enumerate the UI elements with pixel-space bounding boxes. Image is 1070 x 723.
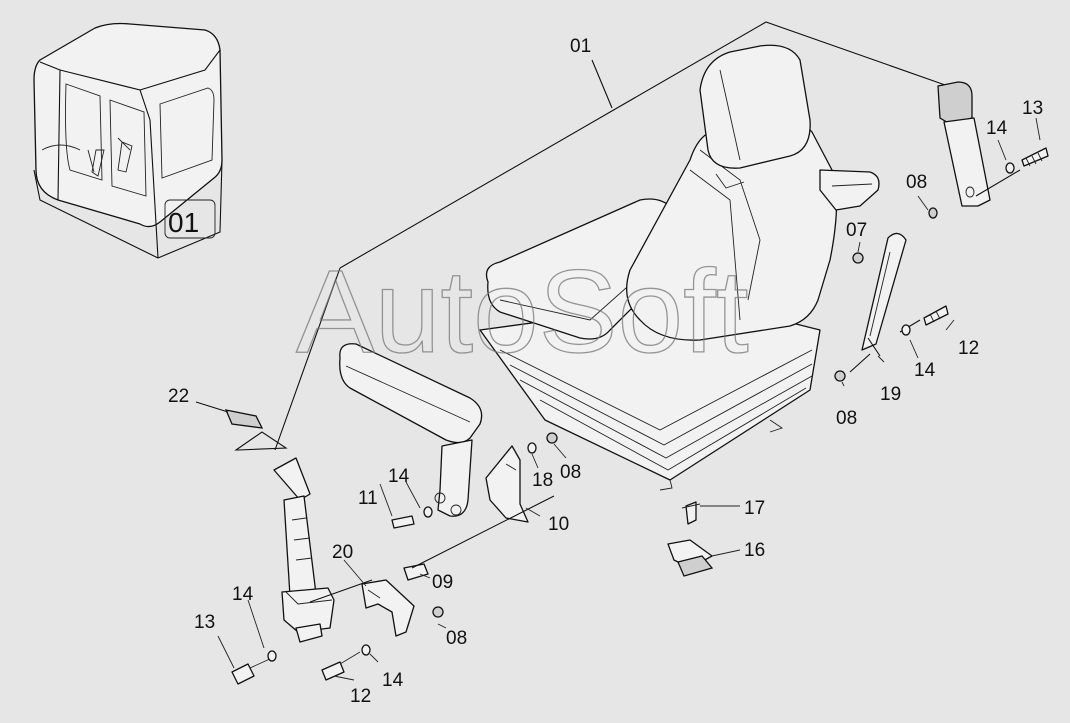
callout-13-right: 13 xyxy=(1022,98,1043,119)
callout-10: 10 xyxy=(548,514,569,535)
strap-19 xyxy=(834,232,949,382)
cab-thumbnail xyxy=(33,22,223,259)
cab-badge-01: 01 xyxy=(168,207,199,238)
callout-14-left: 14 xyxy=(232,584,254,605)
leader-01-tick xyxy=(591,59,613,109)
callout-08-mid: 08 xyxy=(560,462,581,483)
bolt-11 xyxy=(391,515,415,529)
callout-18: 18 xyxy=(532,470,553,491)
callout-01: 01 xyxy=(570,36,591,57)
leader-22 xyxy=(195,401,288,451)
bracket-10 xyxy=(485,445,529,523)
bracket-20 xyxy=(361,579,415,637)
callout-19: 19 xyxy=(880,384,901,405)
bolt-12-left xyxy=(321,661,345,681)
callout-12-left: 12 xyxy=(350,686,371,707)
callout-14-mid: 14 xyxy=(388,466,410,487)
callout-09: 09 xyxy=(432,572,453,593)
callout-08-right-low: 08 xyxy=(836,408,857,429)
nut-08-left xyxy=(432,606,444,618)
bolt-13-left xyxy=(231,663,255,685)
leader-spacer xyxy=(411,495,555,569)
callout-22: 22 xyxy=(168,386,189,407)
watermark-text: AutoSoft xyxy=(296,246,749,378)
bolt-17 xyxy=(685,501,697,525)
retractor-belt xyxy=(273,457,335,643)
callout-14-right-mid: 14 xyxy=(914,360,936,381)
callout-07: 07 xyxy=(846,220,867,241)
callout-14-right-top: 14 xyxy=(986,118,1008,139)
callout-11: 11 xyxy=(358,488,378,509)
callout-08-left: 08 xyxy=(446,628,467,649)
operator-seat xyxy=(339,44,880,517)
cover-22 xyxy=(224,409,264,429)
callout-leaders xyxy=(217,117,1041,681)
callout-13-left: 13 xyxy=(194,612,215,633)
buckle-assembly xyxy=(928,81,1049,219)
leader-01-belt xyxy=(274,267,341,451)
callout-14-bottom: 14 xyxy=(382,670,404,691)
callout-17: 17 xyxy=(744,498,765,519)
leader-01 xyxy=(339,21,949,269)
callout-08-right-top: 08 xyxy=(906,172,927,193)
callout-12-right: 12 xyxy=(958,338,979,359)
callout-20: 20 xyxy=(332,542,353,563)
callout-16: 16 xyxy=(744,540,765,561)
